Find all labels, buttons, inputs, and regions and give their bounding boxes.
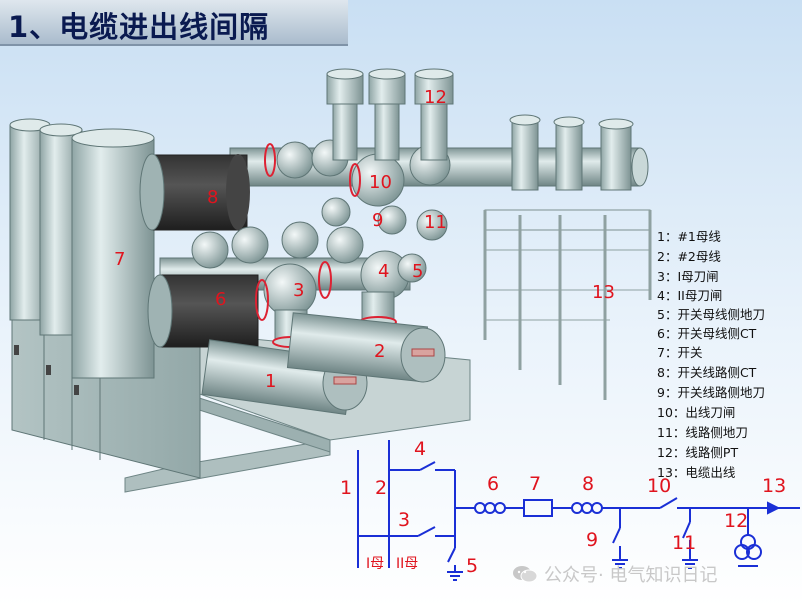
legend-item: 2：#2母线 (657, 249, 721, 264)
schematic-label-10: 10 (647, 475, 671, 497)
schematic-label-13: 13 (762, 475, 786, 497)
legend-item: 8：开关线路侧CT (657, 365, 757, 380)
schematic-label-11: 11 (672, 532, 696, 554)
schematic-label-4: 4 (414, 438, 426, 460)
schematic-label-3: 3 (398, 509, 410, 531)
legend-item: 6：开关母线侧CT (657, 326, 757, 341)
label-earth-switch-5: 5 (412, 261, 423, 282)
wechat-icon (513, 566, 538, 583)
single-line-schematic (357, 440, 800, 581)
label-ct-6: 6 (215, 289, 226, 310)
busbar-tanks (201, 312, 446, 416)
title-bar: 1、电缆进出线间隔 (0, 0, 348, 46)
watermark: 公众号· 电气知识日记 (512, 560, 717, 588)
label-ct-8: 8 (207, 187, 218, 208)
label-disconnector-3: 3 (293, 280, 304, 301)
watermark-text: 公众号· 电气知识日记 (544, 565, 718, 586)
legend-item: 12：线路侧PT (657, 445, 739, 460)
label-disconnector-4: 4 (378, 261, 389, 282)
label-pt-12: 12 (424, 87, 447, 108)
equipment-labels: 1 2 3 4 5 6 7 8 9 10 11 12 13 (114, 87, 615, 392)
legend-item: 11：线路侧地刀 (657, 425, 748, 440)
label-disconnector-10: 10 (369, 172, 392, 193)
schematic-label-12: 12 (724, 510, 748, 532)
legend-item: 3：I母刀闸 (657, 269, 719, 284)
bus-label-2: II母 (396, 556, 418, 572)
schematic-label-6: 6 (487, 473, 499, 495)
pt-towers (326, 68, 454, 161)
legend-item: 13：电缆出线 (657, 465, 736, 480)
schematic-label-8: 8 (582, 473, 594, 495)
cable-terminations (483, 114, 652, 400)
label-earth-switch-11: 11 (424, 212, 447, 233)
bus-label-1: I母 (366, 556, 384, 572)
schematic-label-2: 2 (375, 477, 387, 499)
label-earth-switch-9: 9 (372, 210, 383, 231)
schematic-label-7: 7 (529, 473, 541, 495)
legend-item: 7：开关 (657, 345, 703, 360)
label-busbar-1: 1 (265, 371, 276, 392)
label-busbar-2: 2 (374, 341, 385, 362)
legend-item: 1：#1母线 (657, 229, 721, 244)
legend-item: 4：II母刀闸 (657, 288, 723, 303)
legend-item: 10：出线刀闸 (657, 405, 736, 420)
schematic-label-1: 1 (340, 477, 352, 499)
schematic-label-5: 5 (466, 555, 478, 577)
lower-line-pipe (147, 221, 427, 348)
label-breaker-7: 7 (114, 249, 125, 270)
label-cable-13: 13 (592, 282, 615, 303)
schematic-label-9: 9 (586, 529, 598, 551)
upper-line-pipe (139, 139, 649, 241)
legend-item: 5：开关母线侧地刀 (657, 307, 765, 322)
page-title: 1、电缆进出线间隔 (8, 10, 270, 44)
schematic-labels: 1 2 3 4 5 6 7 8 9 10 11 12 13 I母 II母 (340, 438, 786, 577)
legend-item: 9：开关线路侧地刀 (657, 385, 765, 400)
breaker-tanks (9, 118, 155, 379)
